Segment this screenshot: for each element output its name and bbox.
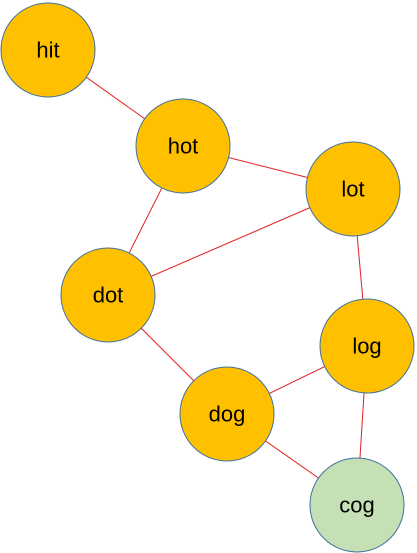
node-hit: hit [0,2,96,98]
node-label-lot: lot [341,177,364,202]
node-label-log: log [352,334,381,359]
node-circle-dog [179,366,275,462]
node-circle-hot [135,98,231,194]
node-cog: cog [309,457,405,553]
node-lot: lot [305,141,401,237]
node-circle-cog [309,457,405,553]
node-circle-dot [60,247,156,343]
node-hot: hot [135,98,231,194]
node-dot: dot [60,247,156,343]
node-label-dot: dot [93,283,124,308]
node-circle-log [319,298,415,394]
node-dog: dog [179,366,275,462]
node-label-dog: dog [209,402,246,427]
node-log: log [319,298,415,394]
node-circle-hit [0,2,96,98]
node-circle-lot [305,141,401,237]
node-label-hit: hit [36,38,59,63]
node-label-cog: cog [339,493,374,518]
node-label-hot: hot [168,134,199,159]
